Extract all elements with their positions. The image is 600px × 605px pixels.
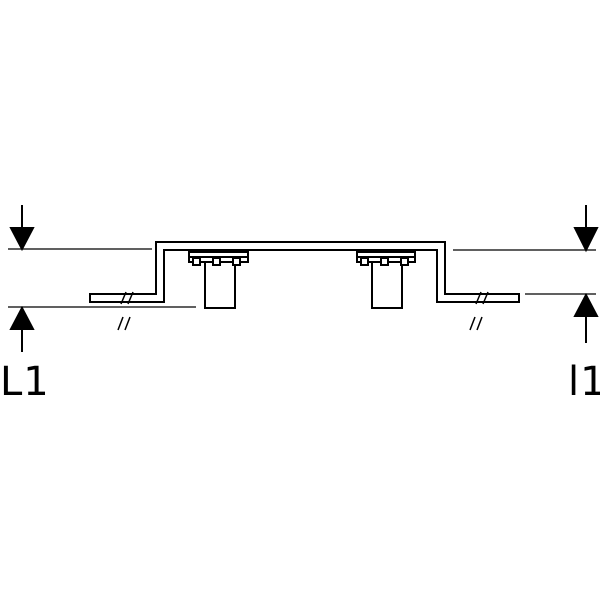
break-mark-right-d: [476, 316, 483, 331]
arrow-right-bottom-head: [573, 292, 599, 317]
outlet-assembly-right: [356, 251, 416, 309]
break-mark-left-b: [127, 291, 134, 305]
arrow-right-top-head: [573, 227, 599, 253]
break-mark-left-a: [120, 291, 127, 305]
arrow-left-top-head: [9, 227, 35, 252]
outlet-assembly-left: [188, 251, 249, 309]
break-mark-right-a: [475, 291, 482, 305]
dimension-label-left: L1: [0, 359, 50, 405]
outlet-body-right: [371, 261, 403, 309]
break-mark-left-d: [124, 316, 131, 331]
arrow-left-bottom-head: [9, 305, 35, 330]
break-mark-right-c: [469, 316, 476, 331]
outlet-body-left: [204, 261, 236, 309]
frame-outline-outer: [89, 241, 520, 303]
break-mark-left-c: [117, 316, 124, 331]
dimension-label-right: l1: [568, 359, 600, 405]
break-mark-right-b: [482, 291, 489, 305]
